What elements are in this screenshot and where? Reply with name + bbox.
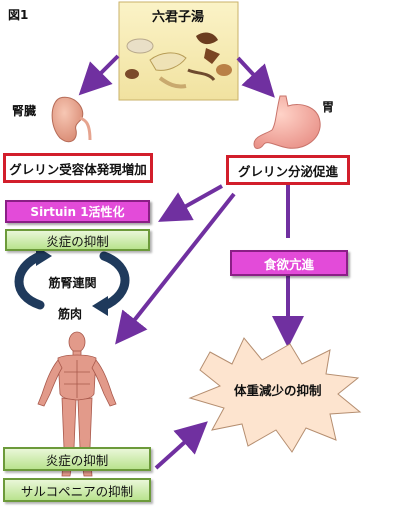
- herb-image: [118, 1, 239, 101]
- arrow-sarcopenia-to-weight: [154, 421, 208, 470]
- sirtuin-box: Sirtuin 1活性化: [5, 200, 150, 223]
- ghrelin-receptor-box: グレリン受容体発現増加: [3, 153, 153, 183]
- arrow-herb-to-stomach: [236, 56, 275, 98]
- muscle-kidney-link: 筋腎連関: [35, 270, 110, 294]
- ghrelin-secretion-box: グレリン分泌促進: [226, 155, 350, 185]
- kidney-icon: [51, 96, 92, 143]
- inflammation-top-box: 炎症の抑制: [5, 229, 150, 251]
- stomach-label: 胃: [322, 100, 335, 114]
- muscle-label: 筋肉: [58, 307, 83, 321]
- stomach-icon: [253, 95, 321, 149]
- sarcopenia-box: サルコペニアの抑制: [3, 478, 151, 502]
- weight-loss-label: 体重減少の抑制: [234, 383, 322, 398]
- weight-loss-burst: [188, 337, 362, 453]
- kidney-label: 腎臓: [12, 104, 37, 118]
- cycle-arrows: [14, 246, 130, 316]
- arrow-secretion-to-sirtuin: [158, 184, 223, 222]
- appetite-box: 食欲亢進: [230, 250, 348, 276]
- arrow-herb-to-kidney: [78, 54, 120, 96]
- arrow-secretion-to-muscle: [115, 192, 236, 345]
- inflammation-bottom-box: 炎症の抑制: [3, 447, 151, 471]
- herb-label: 六君子湯: [152, 10, 205, 25]
- figure-label: 図1: [8, 8, 29, 22]
